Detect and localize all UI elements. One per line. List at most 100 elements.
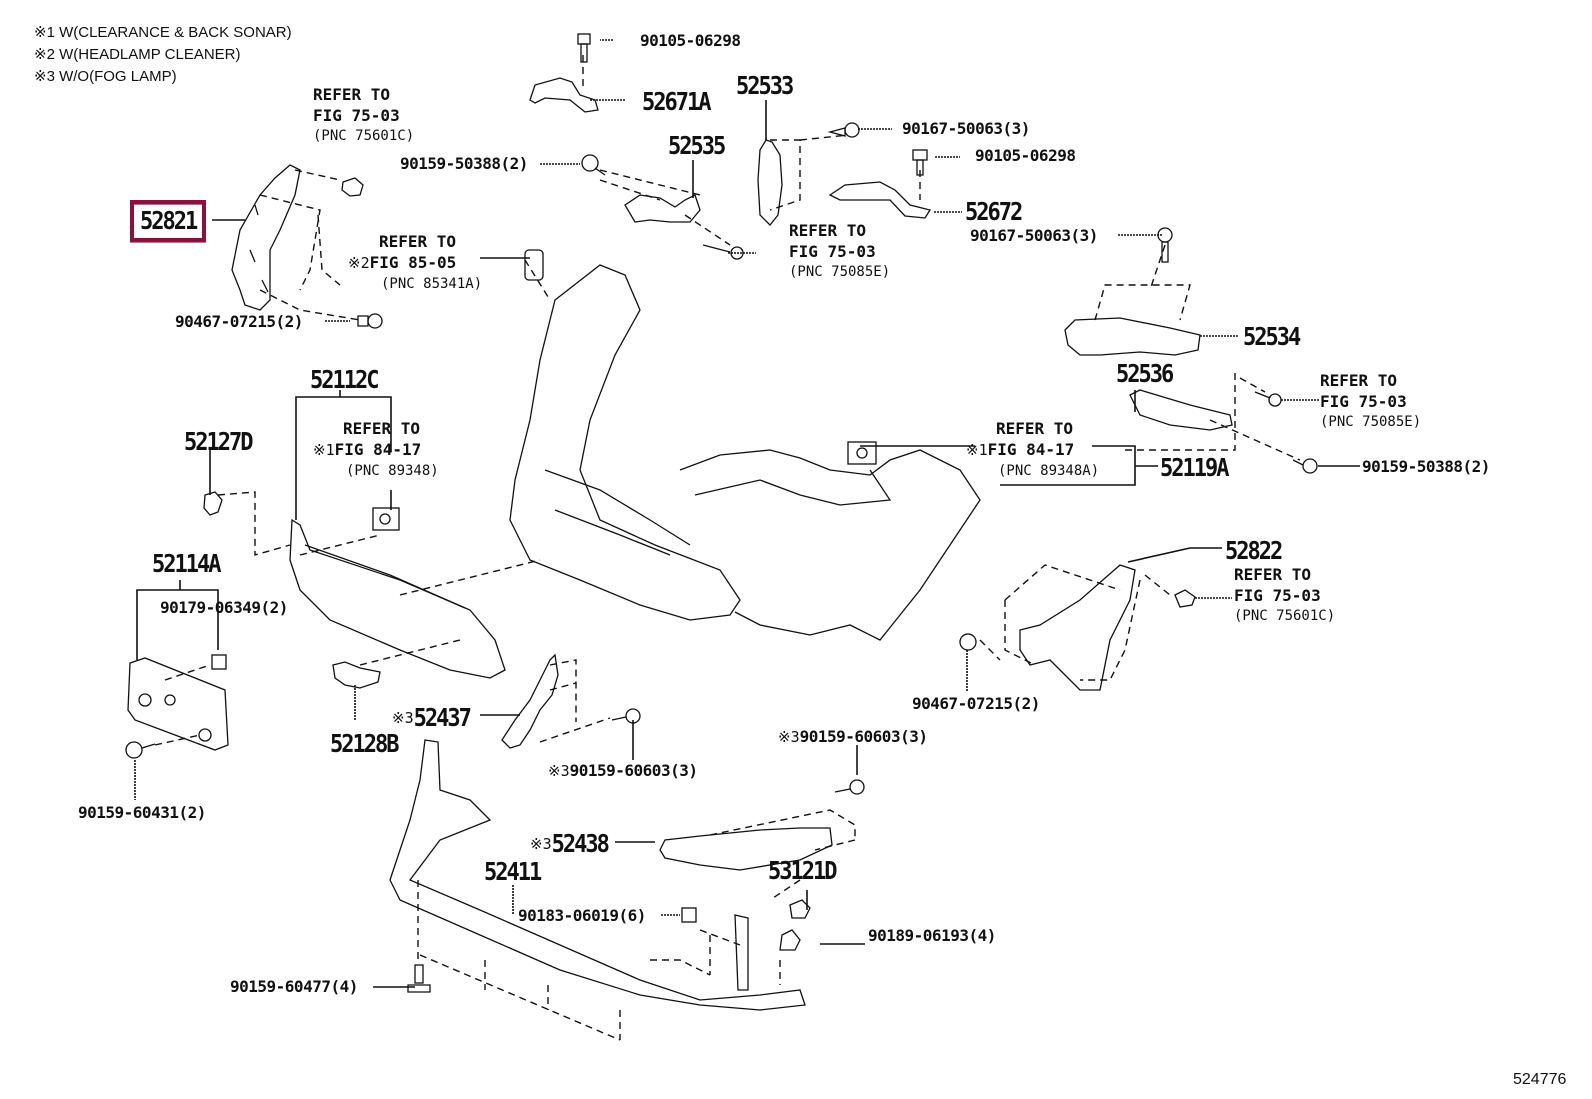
refer-fig-75-03-75085e-right[interactable]: REFER TO FIG 75-03 (PNC 75085E) [1320,370,1421,433]
clip-52127D [203,491,223,516]
refer-fig-75-03-75601c-top[interactable]: REFER TO FIG 75-03 (PNC 75601C) [313,84,414,147]
refer-line2: FIG 84-17 [334,440,422,459]
sensor-89348A [847,441,877,465]
part-label-52821-selected[interactable]: 52821 [130,200,207,243]
part-label-90159-60431[interactable]: 90159-60431(2) [78,803,206,822]
screw-90167-50063-top [827,122,860,138]
part-label-52822[interactable]: 52822 [1225,537,1283,566]
part-label-52128b[interactable]: 52128B [330,730,399,759]
bracket-52437 [501,653,559,749]
part-label-52535[interactable]: 52535 [668,132,726,161]
refer-line1: REFER TO [343,419,421,438]
clip-75601C-right [1174,589,1196,608]
refer-line1: REFER TO [1320,371,1398,390]
part-label-53121d[interactable]: 53121D [768,857,837,886]
refer-line1: REFER TO [313,85,391,104]
screw-90167-50063-right [1157,227,1173,263]
bracket-52534 [1064,317,1201,356]
washer-nozzle-85341A [524,249,544,281]
refer-pnc: (PNC 75601C) [313,128,415,144]
part-label-52114a[interactable]: 52114A [152,550,221,579]
sensor-89348 [372,507,400,531]
bolt-90105-06298-top [577,33,591,63]
note-mark-3: ※3 [778,728,800,746]
part-label-90159-60477[interactable]: 90159-60477(4) [230,977,358,996]
part-label-52127d[interactable]: 52127D [184,428,253,457]
bracket-52822 [1019,564,1136,691]
refer-line2-row: ※2FIG 85-05 [348,252,482,274]
part-label-90105-06298-right[interactable]: 90105-06298 [975,146,1076,165]
refer-line2: FIG 75-03 [789,242,876,261]
refer-pnc: (PNC 75085E) [1320,414,1422,430]
part-label-52672[interactable]: 52672 [965,198,1023,227]
refer-line2: FIG 75-03 [1234,586,1321,605]
part-label-52112c[interactable]: 52112C [310,366,379,395]
refer-line1: REFER TO [1234,565,1312,584]
screw-90159-50388-top [581,154,606,176]
note-1: ※1 W(CLEARANCE & BACK SONAR) [34,24,292,41]
part-label-52438: 52438 [551,830,610,859]
part-label-52119a[interactable]: 52119A [1160,454,1229,483]
part-label-52437: 52437 [413,704,472,733]
refer-line2-row: ※1FIG 84-17 [313,439,439,461]
bolt-90159-60477 [407,964,431,993]
part-label-90167-50063-right[interactable]: 90167-50063(3) [970,226,1098,245]
screw-90467-07215-right [959,633,977,651]
spoiler-52411 [389,739,806,1011]
note-2: ※2 W(HEADLAMP CLEANER) [34,46,241,63]
screw-90159-60603-right [834,779,865,795]
part-label-90467-07215-right[interactable]: 90467-07215(2) [912,694,1040,713]
refer-fig-84-17-89348[interactable]: REFER TO ※1FIG 84-17 (PNC 89348) [313,418,439,482]
nut-90179-06349 [211,654,227,670]
part-label-52534[interactable]: 52534 [1243,323,1301,352]
part-label-90467-07215-left[interactable]: 90467-07215(2) [175,312,303,331]
bracket-52535 [624,194,701,223]
license-bracket-52114A [127,657,229,751]
part-label-90183-06019[interactable]: 90183-06019(6) [518,906,646,925]
refer-line1: REFER TO [789,221,867,240]
part-label-52671a[interactable]: 52671A [642,88,711,117]
part-label-90167-50063-top[interactable]: 90167-50063(3) [902,119,1030,138]
refer-pnc: (PNC 75601C) [1234,608,1336,624]
part-label-90105-06298-top[interactable]: 90105-06298 [640,31,741,50]
refer-pnc: (PNC 75085E) [789,264,891,280]
bolt-90105-06298-right [912,149,928,176]
part-label-90159-50388-top[interactable]: 90159-50388(2) [400,154,528,173]
part-label-90159-60603-mid-row[interactable]: ※390159-60603(3) [548,761,698,780]
refer-line2: FIG 85-05 [369,253,457,272]
clip-53121D [789,899,811,919]
clip-90189-06193 [779,929,801,951]
refer-fig-75-03-75601c-right[interactable]: REFER TO FIG 75-03 (PNC 75601C) [1234,564,1335,627]
bracket-52536 [1129,389,1233,431]
screw-90159-60603-mid [611,708,641,724]
screw-90467-07215-left [357,313,383,329]
part-label-52536[interactable]: 52536 [1116,360,1174,389]
note-mark-3: ※3 [392,709,414,727]
part-label-52411[interactable]: 52411 [484,858,542,887]
part-label-90159-50388-right[interactable]: 90159-50388(2) [1362,457,1490,476]
part-label-90159-60603-right-row[interactable]: ※390159-60603(3) [778,727,928,746]
bracket-52128B [332,661,381,689]
illustration-id: 524776 [1513,1071,1567,1088]
part-label-52533[interactable]: 52533 [736,72,794,101]
screw-75085E-mid [702,244,744,260]
bumper-cover-52119A [509,264,981,641]
part-label-90179-06349[interactable]: 90179-06349(2) [160,598,288,617]
refer-fig-85-05[interactable]: REFER TO ※2FIG 85-05 (PNC 85341A) [348,231,482,295]
nut-90183-06019 [681,907,697,923]
screw-90159-60431 [125,741,156,759]
part-label-52437-row[interactable]: ※352437 [392,704,472,733]
leader-lines [134,39,1360,988]
refer-fig-75-03-75085e-mid[interactable]: REFER TO FIG 75-03 (PNC 75085E) [789,220,890,283]
refer-line1: REFER TO [379,232,457,251]
clip-75601C-left [341,177,364,197]
refer-pnc: (PNC 89348A) [998,463,1100,479]
part-label-90189-06193[interactable]: 90189-06193(4) [868,926,996,945]
refer-fig-84-17-89348a[interactable]: REFER TO ※1FIG 84-17 (PNC 89348A) [966,418,1099,482]
refer-line2: FIG 84-17 [987,440,1075,459]
note-mark-3: ※3 [530,835,552,853]
refer-line2: FIG 75-03 [1320,392,1407,411]
bracket-52438 [659,827,833,871]
part-label-52438-row[interactable]: ※352438 [530,830,610,859]
